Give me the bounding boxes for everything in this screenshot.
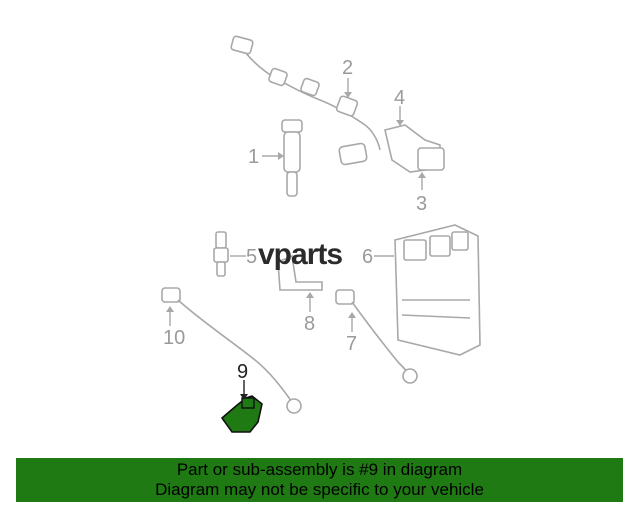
callout-9: 9 bbox=[237, 361, 248, 383]
camshaft-position-sensor[interactable] bbox=[220, 395, 263, 433]
spark-plug[interactable] bbox=[213, 231, 229, 277]
banner-line-2: Diagram may not be specific to your vehi… bbox=[155, 480, 484, 499]
callout-8: 8 bbox=[304, 313, 315, 335]
callout-6: 6 bbox=[362, 246, 373, 268]
engine-control-unit[interactable] bbox=[394, 224, 481, 356]
callout-3: 3 bbox=[416, 193, 427, 215]
callout-4: 4 bbox=[394, 87, 405, 109]
callout-2: 2 bbox=[342, 57, 353, 79]
callout-1: 1 bbox=[248, 146, 259, 168]
watermark-text: vparts bbox=[258, 238, 343, 271]
sensor-bracket[interactable] bbox=[277, 254, 323, 291]
info-banner: Part or sub-assembly is #9 in diagram Di… bbox=[16, 458, 623, 502]
parts-diagram: 1 2 3 4 5 6 7 8 9 10 bbox=[161, 35, 481, 433]
callout-10: 10 bbox=[163, 327, 185, 349]
oxygen-sensor[interactable] bbox=[161, 287, 302, 414]
callout-7: 7 bbox=[346, 333, 357, 355]
banner-line-1: Part or sub-assembly is #9 in diagram bbox=[176, 460, 463, 479]
callout-5: 5 bbox=[246, 246, 257, 268]
ignition-coil[interactable] bbox=[281, 119, 303, 197]
control-module-bracket[interactable] bbox=[384, 124, 445, 173]
coil-harness[interactable] bbox=[230, 35, 381, 166]
knock-sensor[interactable] bbox=[335, 289, 418, 384]
watermark-logo: vparts bbox=[258, 238, 343, 272]
